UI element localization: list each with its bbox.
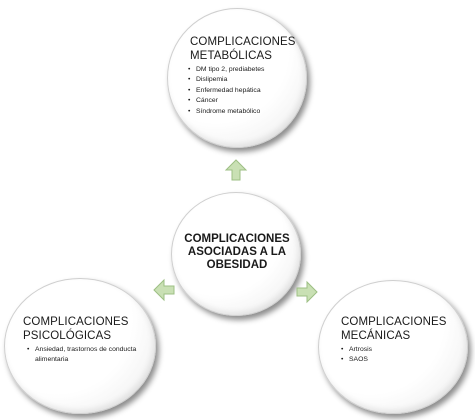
list-item: Dislipemia	[188, 75, 264, 86]
psychological-complications-circle: COMPLICACIONES PSICOLÓGICAS Ansiedad, tr…	[4, 278, 156, 414]
psychological-title-line1: COMPLICACIONES	[23, 316, 129, 328]
list-item: Artrosis	[341, 345, 372, 356]
arrow-up-icon	[224, 159, 248, 181]
psychological-title: COMPLICACIONES PSICOLÓGICAS	[23, 315, 129, 343]
center-obesity-circle: COMPLICACIONES ASOCIADAS A LA OBESIDAD	[171, 192, 301, 316]
list-item: Cáncer	[188, 96, 264, 107]
list-item: Ansiedad, trastornos de conducta aliment…	[27, 345, 147, 366]
metabolic-title-line2: METABÓLICAS	[190, 50, 273, 62]
list-item: SAOS	[341, 355, 372, 366]
arrow-down-right-icon	[296, 280, 318, 304]
list-item: Enfermedad hepática	[188, 86, 264, 97]
center-title-line2: ASOCIADAS A LA	[187, 246, 287, 258]
metabolic-list: DM tipo 2, prediabetes Dislipemia Enferm…	[188, 65, 264, 117]
metabolic-title-line1: COMPLICACIONES	[190, 36, 296, 48]
metabolic-complications-circle: COMPLICACIONES METABÓLICAS DM tipo 2, pr…	[167, 8, 307, 148]
mechanical-title-line2: MECÁNICAS	[341, 330, 411, 342]
list-item: DM tipo 2, prediabetes	[188, 65, 264, 76]
center-title-line1: COMPLICACIONES	[184, 233, 290, 245]
psychological-list: Ansiedad, trastornos de conducta aliment…	[27, 345, 147, 366]
mechanical-title: COMPLICACIONES MECÁNICAS	[341, 315, 447, 343]
mechanical-complications-circle: COMPLICACIONES MECÁNICAS Artrosis SAOS	[318, 280, 468, 414]
center-title-line3: OBESIDAD	[206, 259, 268, 271]
psychological-title-line2: PSICOLÓGICAS	[23, 330, 112, 342]
mechanical-list: Artrosis SAOS	[341, 345, 372, 366]
metabolic-title: COMPLICACIONES METABÓLICAS	[190, 35, 296, 63]
list-item: Síndrome metabólico	[188, 107, 264, 118]
mechanical-title-line1: COMPLICACIONES	[341, 316, 447, 328]
arrow-down-left-icon	[153, 278, 175, 302]
center-title: COMPLICACIONES ASOCIADAS A LA OBESIDAD	[172, 233, 302, 272]
